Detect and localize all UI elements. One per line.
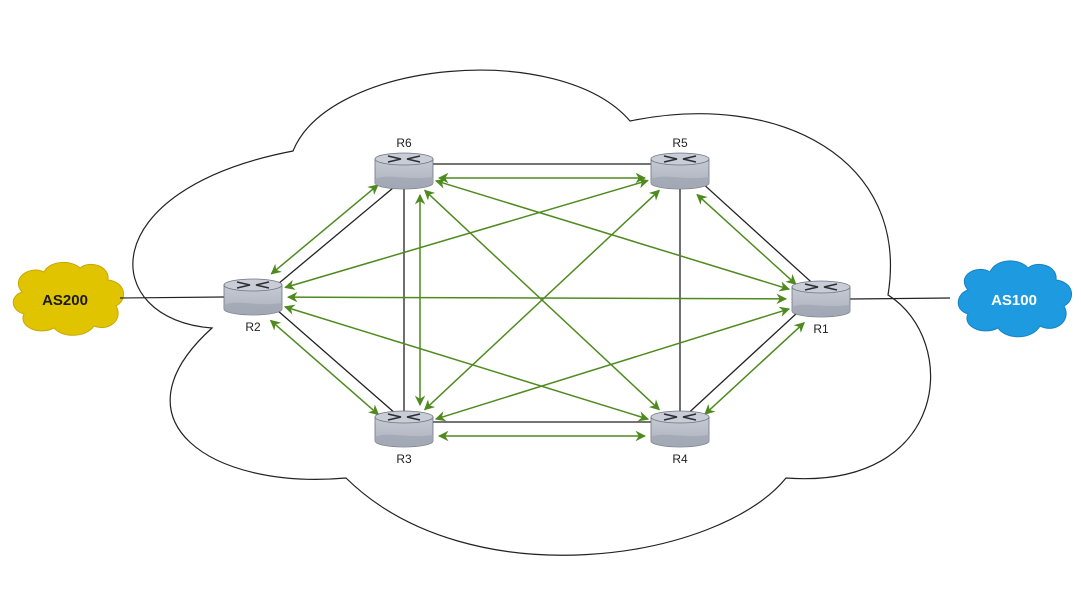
physical-links (256, 163, 826, 429)
router-top (223, 278, 283, 292)
router-label-r4: R4 (672, 452, 688, 466)
router-shadow (224, 302, 282, 315)
session-arrow-r5-r2 (284, 178, 649, 290)
router-r2[interactable]: R2 (223, 278, 283, 334)
router-r3[interactable]: R3 (374, 410, 434, 466)
router-label-r3: R3 (396, 452, 412, 466)
as200-cloud: AS200 (12, 262, 124, 336)
router-arrows-icon (663, 155, 697, 163)
ibgp-sessions (269, 172, 805, 442)
router-top (650, 410, 710, 424)
as200-label: AS200 (42, 292, 88, 309)
router-r4[interactable]: R4 (650, 410, 710, 466)
router-label-r1: R1 (813, 322, 829, 336)
router-label-r6: R6 (396, 136, 412, 150)
router-top (374, 410, 434, 424)
session-arrow-r3-r1 (434, 306, 791, 422)
router-top (650, 152, 710, 166)
router-shadow (651, 176, 709, 189)
as100-cloud: AS100 (957, 260, 1072, 338)
router-arrows-icon (804, 283, 838, 291)
router-arrows-icon (387, 413, 421, 421)
session-arrow-r6-r2 (270, 184, 379, 275)
external-links (119, 296, 951, 300)
router-label-r5: R5 (672, 136, 688, 150)
external-link-as200-r2 (119, 296, 225, 299)
router-r5[interactable]: R5 (650, 136, 710, 190)
router-label-r2: R2 (245, 320, 261, 334)
router-top (791, 280, 851, 294)
router-shadow (375, 434, 433, 447)
as100-label: AS100 (991, 292, 1037, 309)
router-arrows-icon (236, 281, 270, 289)
session-arrow-r5-r1 (696, 193, 797, 285)
as100-cloud-shape (957, 260, 1072, 338)
router-top (374, 152, 434, 166)
as200-cloud-shape (12, 262, 124, 336)
physical-link-r2-r3 (256, 291, 409, 425)
router-shadow (792, 304, 850, 317)
router-arrows-icon (387, 155, 421, 163)
session-arrow-r4-r1 (704, 321, 805, 415)
router-r6[interactable]: R6 (374, 136, 434, 190)
session-arrow-r2-r3 (269, 319, 380, 416)
session-arrow-r2-r4 (283, 304, 650, 422)
session-arrow-r2-r1 (286, 291, 788, 305)
router-arrows-icon (663, 413, 697, 421)
router-shadow (375, 176, 433, 189)
as-cloud-boundary (132, 69, 932, 556)
router-r1[interactable]: R1 (791, 280, 851, 336)
external-link-as100-r1 (849, 297, 951, 300)
router-shadow (651, 434, 709, 447)
